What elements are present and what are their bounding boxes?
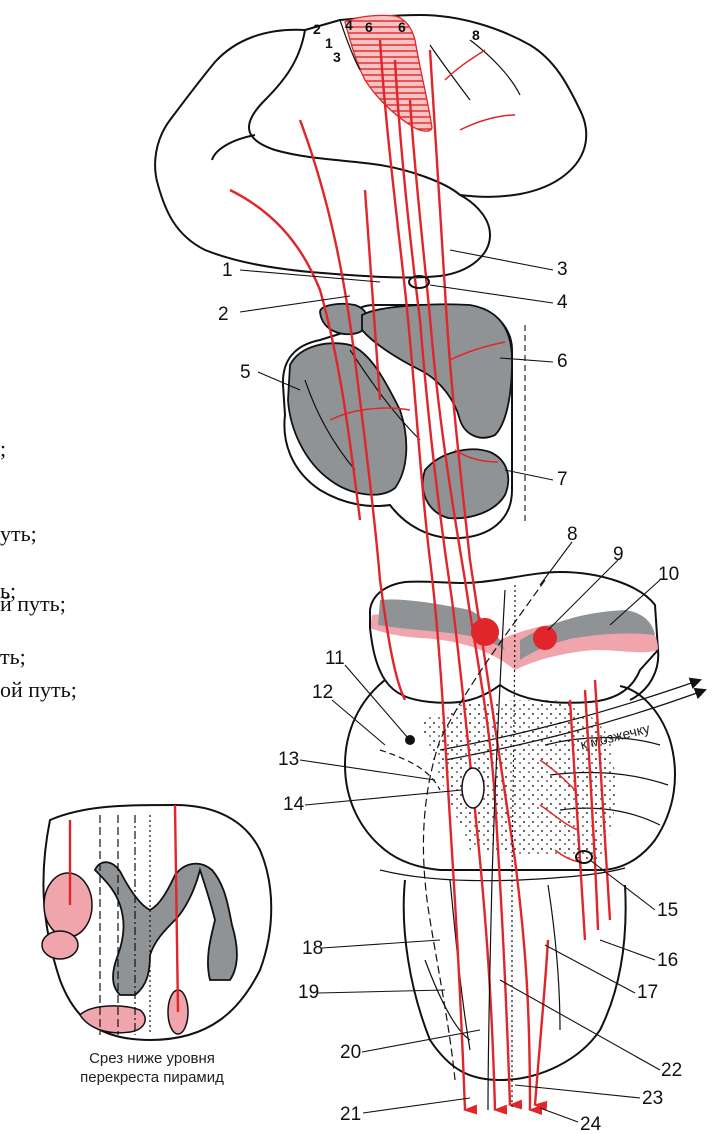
callout-2: 2: [218, 304, 229, 325]
cortex-label-1: 1: [325, 35, 333, 51]
cortex-label-8: 8: [472, 27, 480, 43]
callout-7: 7: [557, 469, 568, 490]
legend-fragment-1: ;: [0, 436, 6, 461]
callout-8: 8: [567, 524, 578, 545]
callout-17: 17: [637, 982, 658, 1003]
callout-4: 4: [557, 292, 568, 313]
callout-19: 19: [298, 982, 319, 1003]
callout-16: 16: [657, 950, 678, 971]
callout-15: 15: [657, 900, 678, 921]
callout-13: 13: [278, 749, 299, 770]
cortex-label-3: 3: [333, 49, 341, 65]
legend-fragment-2: уть;: [0, 521, 37, 546]
callout-21: 21: [340, 1104, 361, 1125]
inset-cross-section: Срез ниже уровня перекреста пирамид: [42, 805, 271, 1086]
callout-5: 5: [240, 362, 251, 383]
callout-11: 11: [325, 648, 345, 669]
brainstem: к мозжечку: [345, 572, 705, 1080]
cortex-label-4: 4: [345, 17, 353, 33]
callout-1: 1: [222, 260, 233, 281]
cortex-label-6b: 6: [398, 19, 406, 35]
left-legend-fragments: ; уть; ь; й путь; ть; ой путь;: [0, 436, 77, 702]
legend-fragment-5: ть;: [0, 644, 26, 669]
basal-ganglia-block: [283, 304, 525, 538]
cortex-label-6a: 6: [365, 19, 373, 35]
callout-12: 12: [312, 682, 333, 703]
callout-24: 24: [580, 1114, 602, 1134]
cerebral-hemisphere: [155, 15, 586, 277]
callout-3: 3: [557, 259, 568, 280]
callout-23: 23: [642, 1088, 663, 1109]
cortex-label-2: 2: [313, 21, 321, 37]
callout-18: 18: [302, 938, 323, 959]
inset-caption-line-1: Срез ниже уровня: [89, 1050, 215, 1067]
legend-fragment-4: й путь;: [0, 591, 66, 616]
legend-fragment-6: ой путь;: [0, 677, 77, 702]
callout-10: 10: [658, 564, 679, 585]
callout-20: 20: [340, 1042, 361, 1063]
callout-6: 6: [557, 351, 568, 372]
callout-9: 9: [613, 544, 624, 565]
callout-14: 14: [283, 794, 305, 815]
inset-caption-line-2: перекреста пирамид: [80, 1069, 224, 1086]
callout-22: 22: [661, 1060, 682, 1081]
